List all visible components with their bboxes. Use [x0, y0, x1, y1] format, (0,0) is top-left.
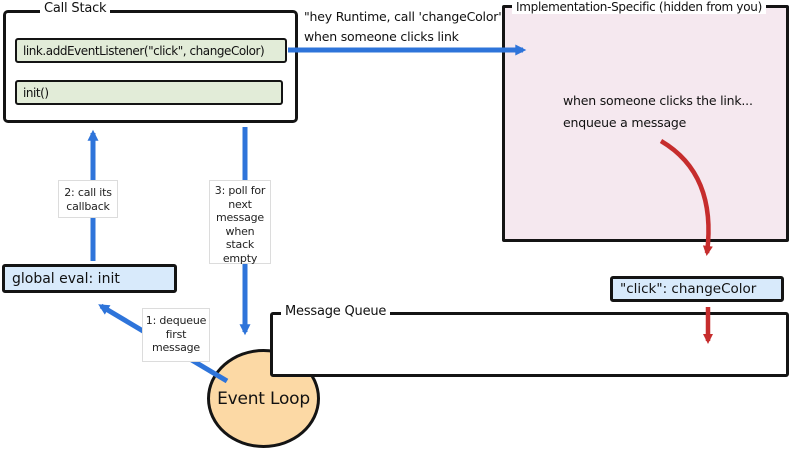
implementation-specific-title: Implementation-Specific (hidden from you…	[512, 0, 766, 14]
call-stack-title: Call Stack	[40, 1, 111, 16]
message-queue-title: Message Queue	[281, 304, 391, 319]
stack-frame-init: init()	[15, 80, 283, 105]
implementation-specific-box	[502, 5, 789, 242]
runtime-note-line1: "hey Runtime, call 'changeColor'	[304, 9, 502, 24]
click-message-box: "click": changeColor	[610, 276, 784, 302]
message-queue-box	[270, 312, 789, 377]
runtime-note-line2: when someone clicks link	[304, 29, 459, 44]
step3-label: 3: poll for next message when stack empt…	[209, 180, 271, 265]
step1-label: 1: dequeue first message	[142, 308, 210, 362]
runtime-note: "hey Runtime, call 'changeColor' when so…	[304, 7, 502, 47]
global-eval-box: global eval: init	[2, 264, 177, 293]
call-stack-box	[3, 10, 298, 123]
step2-label: 2: call its callback	[58, 180, 118, 218]
event-loop-label: Event Loop	[217, 388, 310, 409]
stack-frame-addeventlistener: link.addEventListener("click", changeCol…	[15, 38, 287, 63]
impl-note-line2: enqueue a message	[563, 115, 687, 130]
impl-note-line1: when someone clicks the link...	[563, 93, 753, 108]
